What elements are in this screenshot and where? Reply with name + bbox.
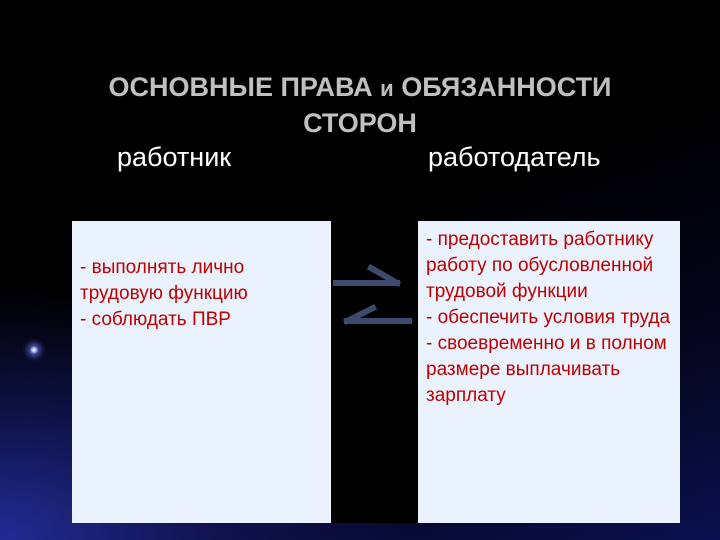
slide-title: ОСНОВНЫЕ ПРАВА и ОБЯЗАННОСТИ СТОРОН (40, 70, 680, 140)
employee-duties-cell: - выполнять лично трудовую функцию - соб… (72, 221, 331, 523)
employer-duty-item: - предоставить работнику работу по обусл… (426, 229, 654, 302)
title-part1: ОСНОВНЫЕ ПРАВА (108, 72, 381, 102)
title-conjunction: и (380, 76, 394, 101)
exchange-arrows (331, 221, 418, 523)
employer-duties-cell: - предоставить работнику работу по обусл… (418, 221, 680, 523)
employer-header: работодатель (428, 142, 601, 172)
employee-duty-item: - выполнять лично трудовую функцию (80, 257, 248, 304)
duties-table: - выполнять лично трудовую функцию - соб… (72, 221, 680, 523)
left-arrow-icon (342, 303, 412, 326)
employee-header: работник (117, 142, 232, 172)
title-part2: ОБЯЗАННОСТИ (393, 72, 612, 102)
right-arrow-icon (333, 263, 402, 288)
employer-duty-item: - обеспечить условия труда (426, 307, 671, 328)
light-orb-decoration (30, 346, 38, 354)
employee-duty-item: - соблюдать ПВР (80, 309, 231, 330)
title-line2: СТОРОН (303, 108, 417, 138)
employer-duty-item: - своевременно и в полном размере выплач… (426, 333, 667, 406)
